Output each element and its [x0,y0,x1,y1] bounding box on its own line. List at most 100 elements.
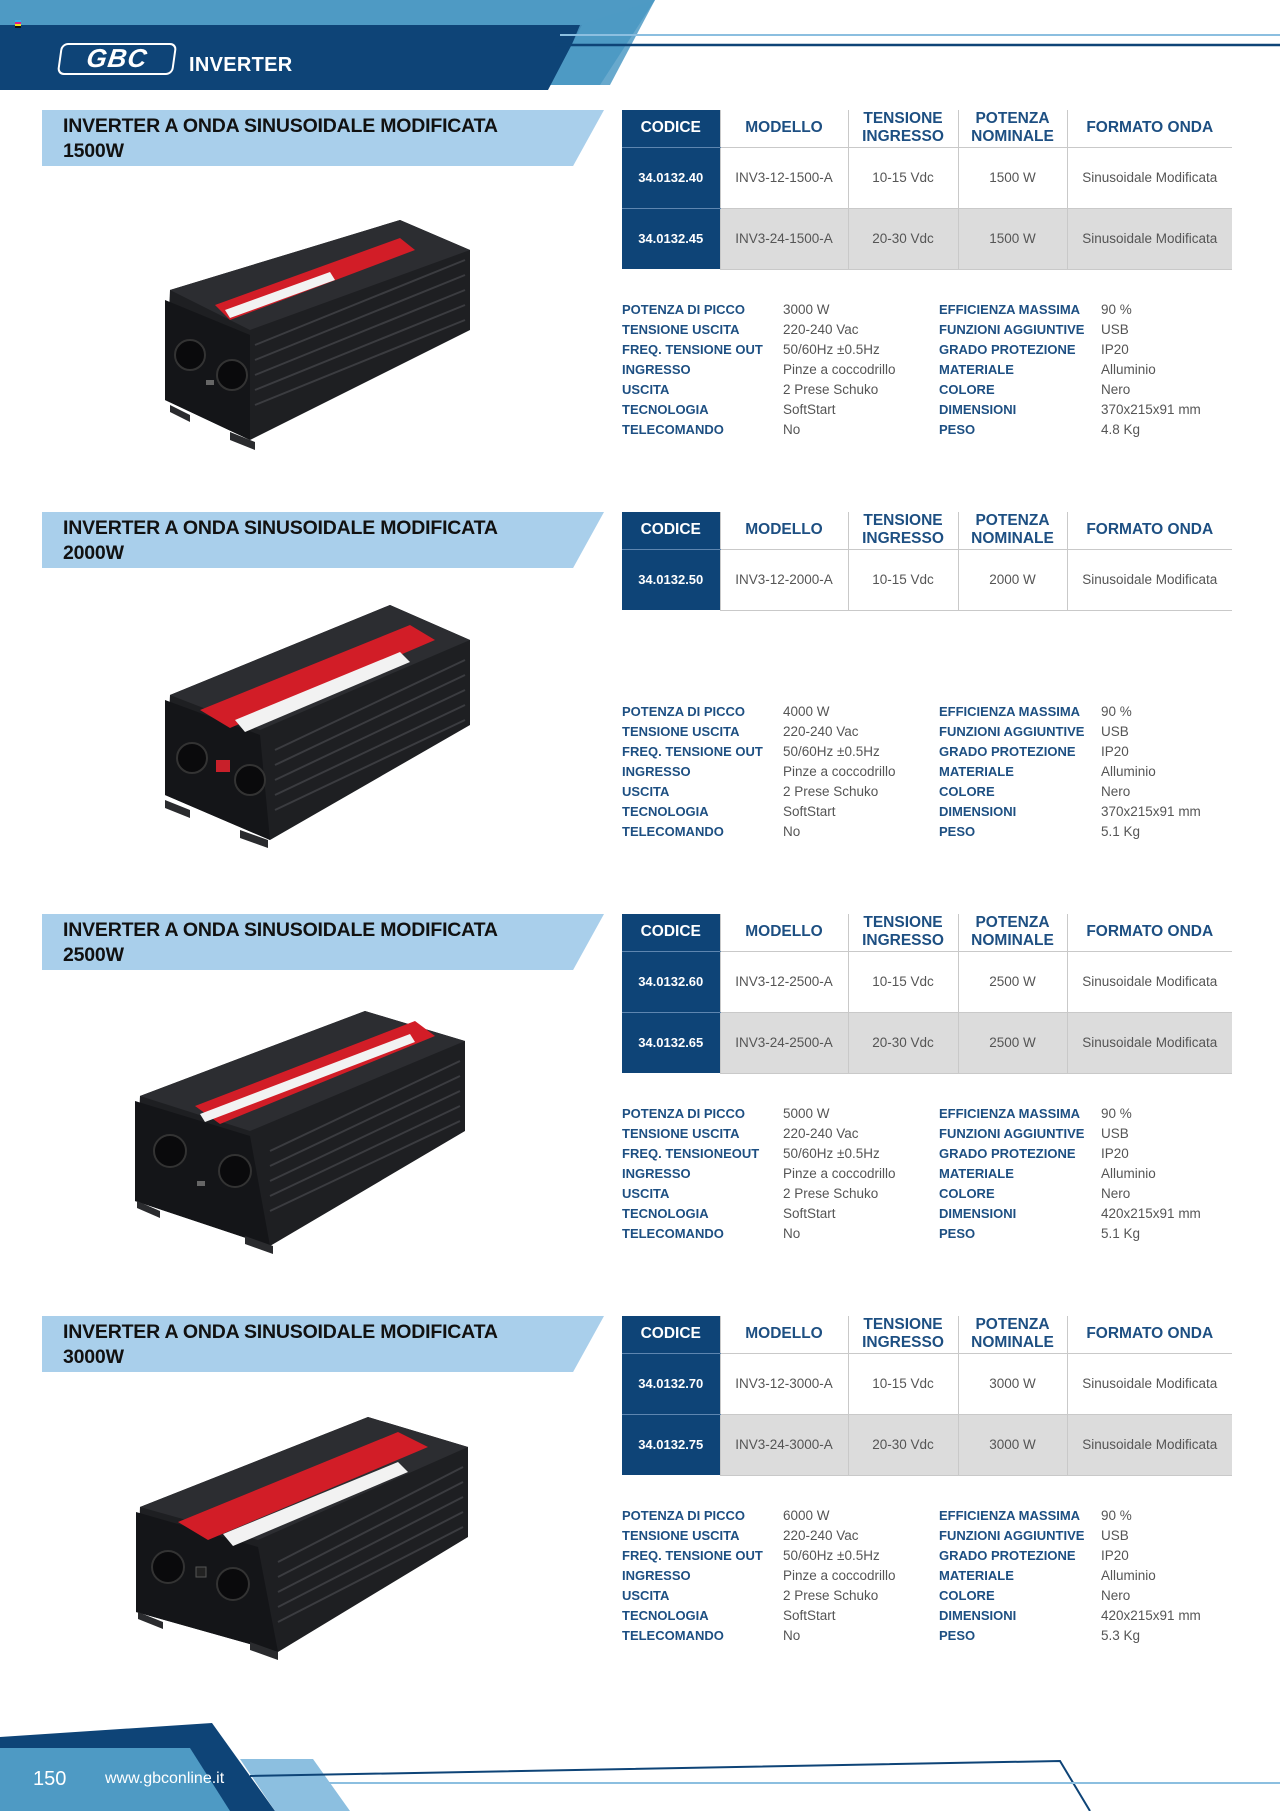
table-row: 34.0132.70 INV3-12-3000-A 10-15 Vdc 3000… [622,1353,1232,1415]
product-title-line1: INVERTER A ONDA SINUSOIDALE MODIFICATA [63,115,498,137]
page-header: GBC INVERTER [0,0,1280,100]
cell-modello: INV3-12-2500-A [719,951,848,1013]
cell-formato: Sinusoidale Modificata [1066,1012,1232,1074]
cell-tensione: 10-15 Vdc [847,951,958,1013]
cell-tensione: 20-30 Vdc [847,208,958,270]
product-title-banner: INVERTER A ONDA SINUSOIDALE MODIFICATA 3… [42,1316,604,1372]
cell-tensione: 10-15 Vdc [847,147,958,209]
cell-tensione: 20-30 Vdc [847,1414,958,1476]
cell-potenza: 3000 W [957,1414,1067,1476]
cell-modello: INV3-24-2500-A [719,1012,848,1074]
product-title-line2: 3000W [63,1346,124,1368]
cell-tensione: 10-15 Vdc [847,1353,958,1415]
product-title-line2: 1500W [63,140,124,162]
col-header-modello: MODELLO [719,914,848,952]
header-section-title: INVERTER [189,54,293,76]
gbc-logo[interactable]: GBC [56,43,178,75]
cell-modello: INV3-12-2000-A [719,549,848,611]
product-section-1500w: INVERTER A ONDA SINUSOIDALE MODIFICATA 1… [0,110,1280,480]
col-header-modello: MODELLO [719,110,848,148]
cell-potenza: 1500 W [957,147,1067,209]
cell-potenza: 2500 W [957,1012,1067,1074]
table-row: 34.0132.75 INV3-24-3000-A 20-30 Vdc 3000… [622,1414,1232,1476]
col-header-codice: CODICE [622,914,720,952]
inverter-product-image [165,605,470,848]
cell-potenza: 1500 W [957,208,1067,270]
product-title-line1: INVERTER A ONDA SINUSOIDALE MODIFICATA [63,1321,498,1343]
cell-modello: INV3-12-3000-A [719,1353,848,1415]
table-row: 34.0132.50 INV3-12-2000-A 10-15 Vdc 2000… [622,549,1232,611]
table-row: 34.0132.45 INV3-24-1500-A 20-30 Vdc 1500… [622,208,1232,270]
page-number: 150 [33,1768,67,1790]
cell-codice: 34.0132.40 [622,147,720,209]
cell-formato: Sinusoidale Modificata [1066,549,1232,611]
website-link[interactable]: www.gbconline.it [105,1770,225,1787]
table-row: 34.0132.40 INV3-12-1500-A 10-15 Vdc 1500… [622,147,1232,209]
page-footer: 150 www.gbconline.it [0,1700,1280,1811]
cell-codice: 34.0132.70 [622,1353,720,1415]
cell-formato: Sinusoidale Modificata [1066,147,1232,209]
cell-codice: 34.0132.60 [622,951,720,1013]
col-header-formato: FORMATO ONDA [1066,914,1232,952]
cell-potenza: 2000 W [957,549,1067,611]
cell-codice: 34.0132.65 [622,1012,720,1073]
product-title-line1: INVERTER A ONDA SINUSOIDALE MODIFICATA [63,517,498,539]
product-title-banner: INVERTER A ONDA SINUSOIDALE MODIFICATA 2… [42,512,604,568]
cell-potenza: 3000 W [957,1353,1067,1415]
cell-codice: 34.0132.45 [622,208,720,269]
inverter-product-image [165,220,470,450]
cell-modello: INV3-24-3000-A [719,1414,848,1476]
print-color-mark [15,20,21,28]
cell-tensione: 20-30 Vdc [847,1012,958,1074]
product-title-banner: INVERTER A ONDA SINUSOIDALE MODIFICATA 1… [42,110,604,166]
col-header-formato: FORMATO ONDA [1066,512,1232,550]
inverter-product-image [135,1011,465,1254]
inverter-product-image [136,1417,468,1660]
col-header-formato: FORMATO ONDA [1066,1316,1232,1354]
col-header-formato: FORMATO ONDA [1066,110,1232,148]
cell-codice: 34.0132.50 [622,549,720,610]
cell-formato: Sinusoidale Modificata [1066,1414,1232,1476]
table-row: 34.0132.60 INV3-12-2500-A 10-15 Vdc 2500… [622,951,1232,1013]
col-header-modello: MODELLO [719,512,848,550]
cell-formato: Sinusoidale Modificata [1066,208,1232,270]
product-section-3000w: INVERTER A ONDA SINUSOIDALE MODIFICATA 3… [0,1316,1280,1686]
product-title-line1: INVERTER A ONDA SINUSOIDALE MODIFICATA [63,919,498,941]
product-section-2500w: INVERTER A ONDA SINUSOIDALE MODIFICATA 2… [0,914,1280,1284]
product-title-banner: INVERTER A ONDA SINUSOIDALE MODIFICATA 2… [42,914,604,970]
product-section-2000w: INVERTER A ONDA SINUSOIDALE MODIFICATA 2… [0,512,1280,882]
